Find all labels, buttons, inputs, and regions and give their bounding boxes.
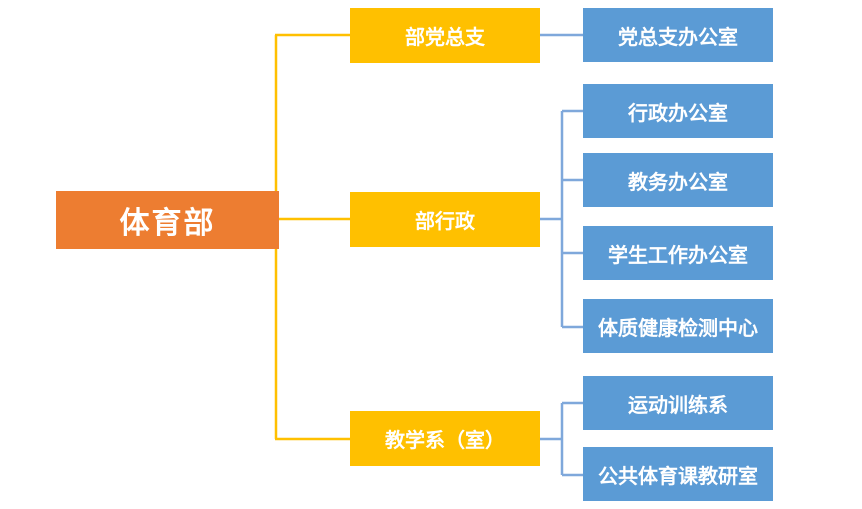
root-branch-connectors [274, 33, 350, 441]
branch-leaf-connectors [540, 33, 583, 477]
node-administrative-office: 行政办公室 [583, 84, 773, 138]
node-student-work-office: 学生工作办公室 [583, 226, 773, 280]
node-fitness-testing-center: 体质健康检测中心 [583, 299, 773, 353]
node-teaching-departments: 教学系（室） [350, 411, 540, 466]
node-public-pe-teaching-research-office: 公共体育课教研室 [583, 447, 773, 501]
node-sports-training-department: 运动训练系 [583, 376, 773, 430]
node-academic-affairs-office: 教务办公室 [583, 153, 773, 207]
node-party-branch-office: 党总支办公室 [583, 8, 773, 62]
node-party-general-branch: 部党总支 [350, 8, 540, 63]
node-root-sports-department: 体育部 [56, 191, 279, 249]
node-department-administration: 部行政 [350, 192, 540, 247]
